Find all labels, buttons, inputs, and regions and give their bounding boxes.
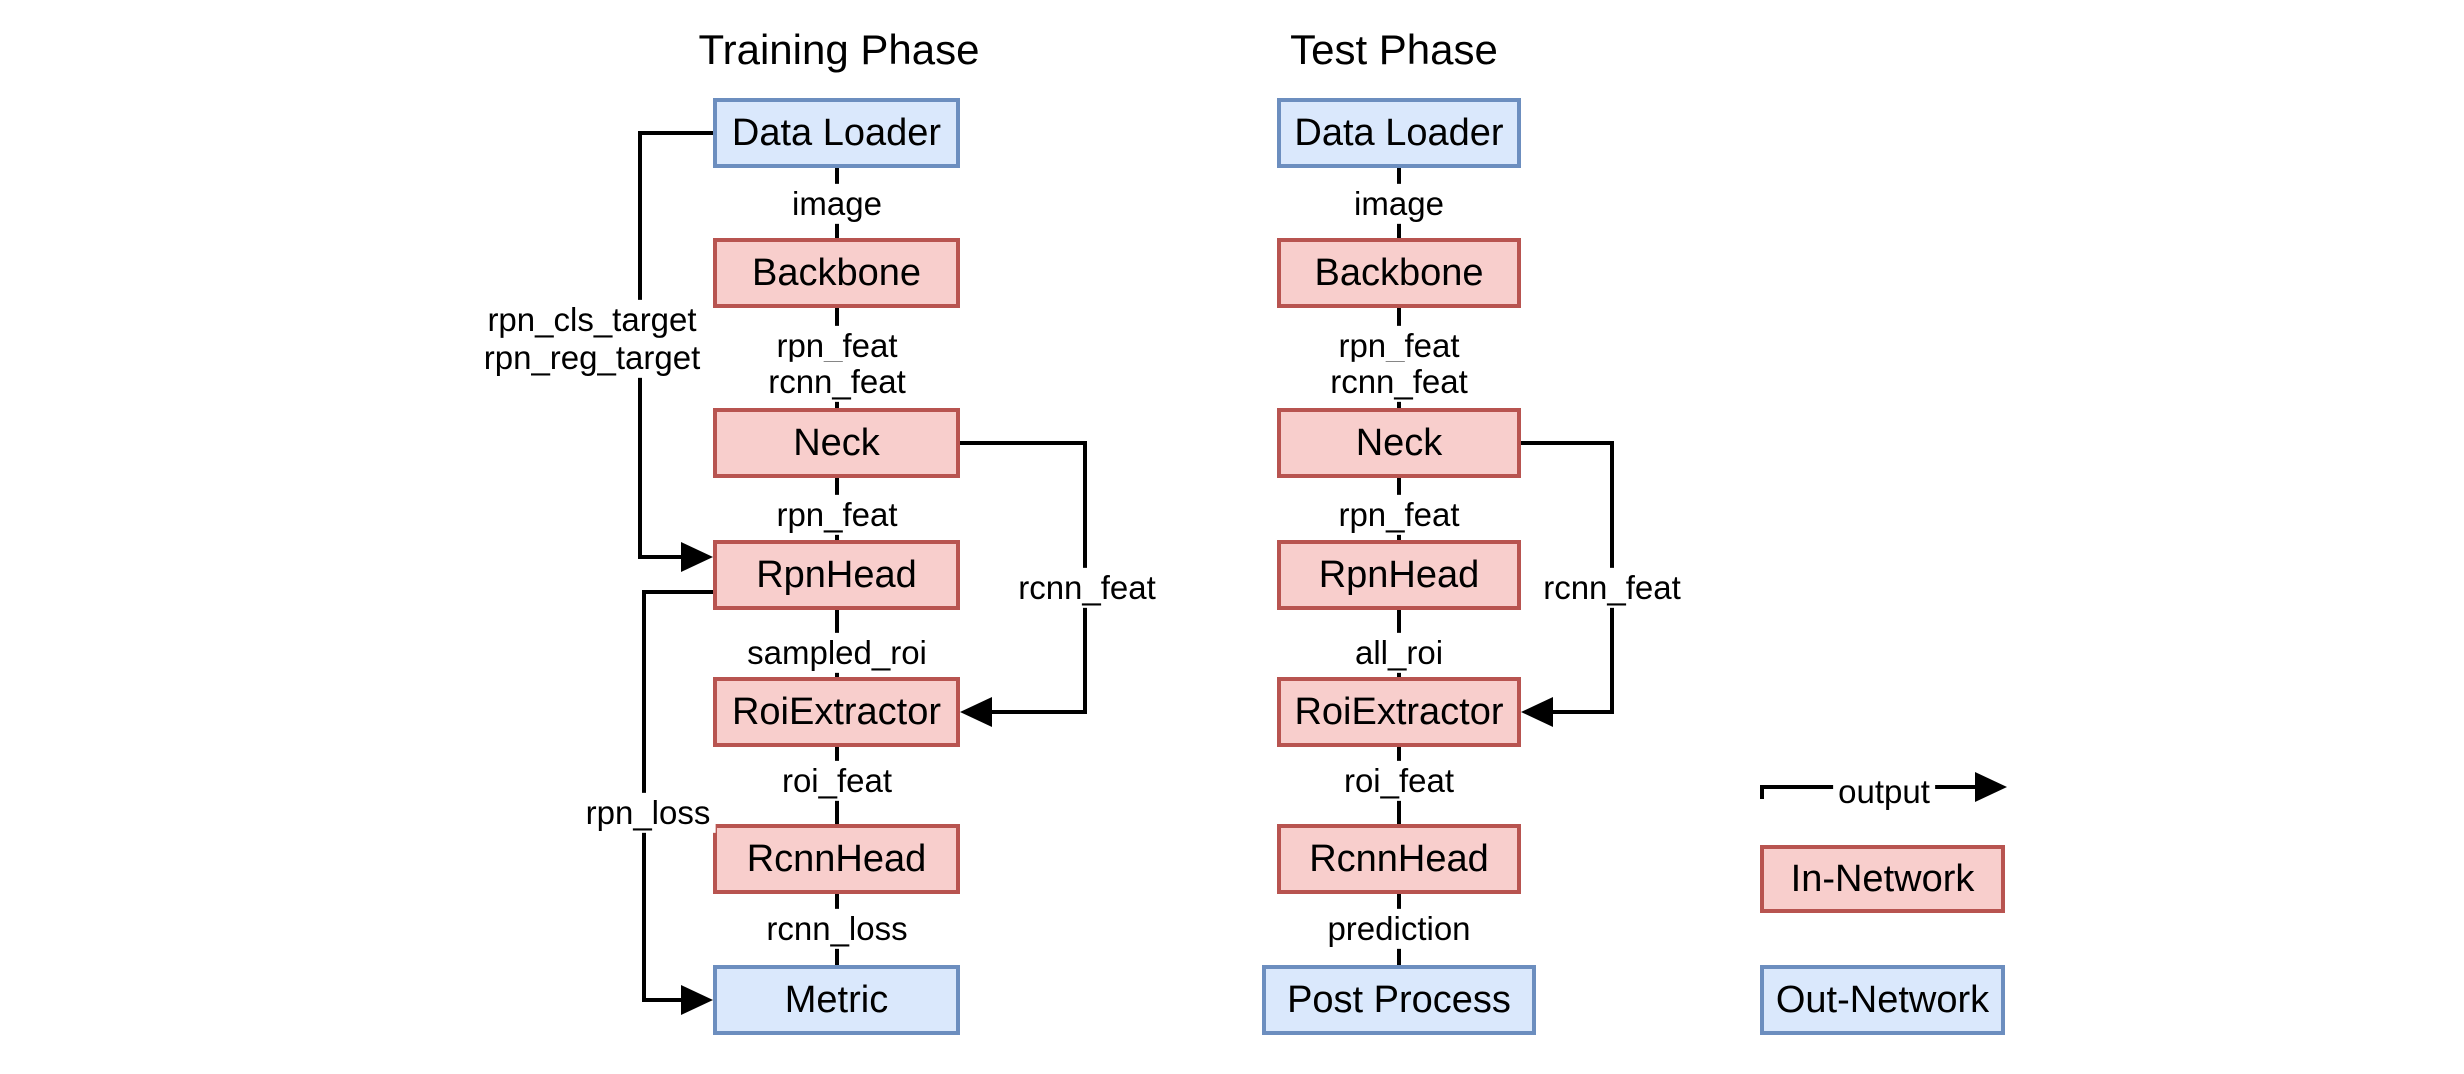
test-label-rpn-feat-2: rpn_feat	[1333, 494, 1465, 536]
legend-in-network-box: In-Network	[1760, 845, 2005, 913]
test-node-rpn-head: RpnHead	[1277, 540, 1521, 610]
test-label-roi-feat: roi_feat	[1338, 760, 1460, 802]
training-node-rcnn-head: RcnnHead	[713, 824, 960, 894]
training-node-rpn-head: RpnHead	[713, 540, 960, 610]
test-rcnnfeat-arrowhead-icon	[1521, 697, 1553, 727]
test-label-prediction: prediction	[1322, 908, 1476, 950]
training-label-sampled-roi: sampled_roi	[742, 632, 932, 674]
training-label-rcnn-feat-branch: rcnn_feat	[1013, 567, 1161, 609]
test-label-rpn-feat-1: rpn_feat	[1333, 325, 1465, 367]
training-label-rcnn-loss: rcnn_loss	[761, 908, 913, 950]
training-node-data-loader: Data Loader	[713, 98, 960, 168]
training-label-image: image	[787, 183, 887, 225]
training-node-neck: Neck	[713, 408, 960, 478]
training-rcnnfeat-arrowhead-icon	[960, 697, 992, 727]
test-node-neck: Neck	[1277, 408, 1521, 478]
test-phase-title: Test Phase	[1290, 26, 1498, 73]
training-rpnloss-arrowhead-icon	[681, 985, 713, 1015]
test-node-backbone: Backbone	[1277, 238, 1521, 308]
legend-arrowhead-icon	[1975, 772, 2007, 802]
training-rpnloss-edge-top	[642, 590, 713, 594]
test-rcnnfeat-edge-bottom	[1551, 710, 1614, 714]
training-label-roi-feat: roi_feat	[776, 760, 898, 802]
training-label-rpn-loss: rpn_loss	[580, 792, 716, 834]
test-node-post-process: Post Process	[1262, 965, 1536, 1035]
legend-out-network-box: Out-Network	[1760, 965, 2005, 1035]
training-rcnnfeat-edge-bottom	[990, 710, 1087, 714]
test-node-rcnn-head: RcnnHead	[1277, 824, 1521, 894]
test-node-roi-extractor: RoiExtractor	[1277, 677, 1521, 747]
test-label-rcnn-feat-branch: rcnn_feat	[1538, 567, 1686, 609]
training-rcnnfeat-edge-top	[960, 441, 1087, 445]
legend-arrow-start-tick	[1760, 785, 1764, 799]
training-label-rcnn-feat-1: rcnn_feat	[763, 361, 911, 403]
test-label-image: image	[1349, 183, 1449, 225]
training-label-rpn-cls-target: rpn_cls_target	[482, 299, 702, 341]
test-label-rcnn-feat-1: rcnn_feat	[1325, 361, 1473, 403]
test-label-all-roi: all_roi	[1349, 632, 1449, 674]
test-node-data-loader: Data Loader	[1277, 98, 1521, 168]
training-targets-edge-bottom	[638, 555, 683, 559]
training-phase-title: Training Phase	[698, 26, 980, 73]
training-rpnloss-edge-bottom	[642, 998, 683, 1002]
training-targets-edge-top	[640, 131, 713, 135]
training-node-roi-extractor: RoiExtractor	[713, 677, 960, 747]
training-node-metric: Metric	[713, 965, 960, 1035]
training-node-backbone: Backbone	[713, 238, 960, 308]
training-label-rpn-feat-1: rpn_feat	[771, 325, 903, 367]
legend-output-label: output	[1833, 771, 1935, 813]
training-targets-arrowhead-icon	[681, 542, 713, 572]
training-label-rpn-feat-2: rpn_feat	[771, 494, 903, 536]
training-label-rpn-reg-target: rpn_reg_target	[478, 337, 706, 379]
test-rcnnfeat-edge-top	[1521, 441, 1614, 445]
